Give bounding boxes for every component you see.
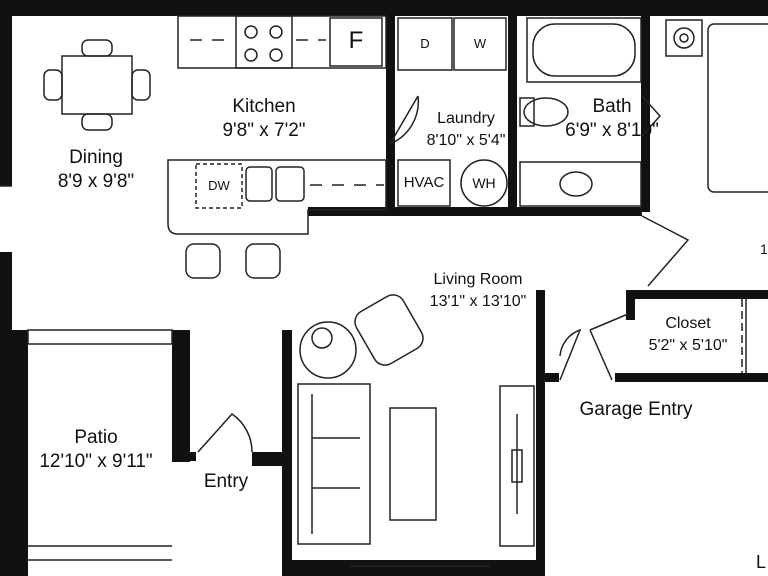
room-size: 5'2" x 5'10" (648, 337, 728, 354)
fridge-box (329, 17, 383, 67)
room-name: Living Room (433, 271, 523, 288)
wall-kitchen-bottom (308, 207, 642, 216)
room-patio: Patio 12'10" x 9'11" (24, 426, 168, 474)
patio-outline (27, 329, 173, 345)
wall-kitchen-laundry (386, 16, 395, 212)
stool-1 (185, 243, 221, 279)
wall-closet-bottom (615, 373, 768, 382)
wall-living-right (536, 290, 545, 576)
wall-top (0, 0, 768, 16)
wall-left-upper (0, 0, 12, 186)
room-name: Dining (69, 147, 123, 168)
room-size: 9'8" x 7'2" (222, 120, 306, 141)
room-living: Living Room 13'1" x 13'10" (418, 269, 538, 313)
room-dining: Dining 8'9 x 9'8" (44, 146, 148, 194)
fixture-washer: W (473, 36, 487, 51)
island-counter (167, 159, 387, 235)
wall-entry-left (172, 452, 196, 461)
room-name: Closet (665, 315, 711, 332)
water-heater-circle (460, 159, 508, 207)
dishwasher-box (195, 163, 243, 209)
coffee-table (389, 407, 437, 521)
wall-closet-left (626, 290, 635, 320)
fixture-fridge: F (348, 27, 364, 54)
laundry-door (389, 95, 420, 145)
fixture-hvac: HVAC (403, 174, 445, 191)
wall-laundry-bath (508, 16, 517, 212)
room-size: 13'1" x 13'10" (429, 293, 527, 310)
sofa (297, 383, 371, 545)
wall-patio-right (172, 330, 190, 462)
nightstand (665, 19, 703, 57)
room-size: 6'9" x 8'10" (565, 120, 659, 141)
garage-door (559, 328, 582, 381)
room-closet: Closet 5'2" x 5'10" (632, 313, 744, 357)
dryer-box (397, 17, 453, 71)
sink-left (245, 166, 273, 202)
label-garage-entry: Garage Entry (579, 399, 693, 420)
room-size: 8'10" x 5'4" (426, 132, 506, 149)
closet-door (589, 313, 629, 381)
room-size: 12'10" x 9'11" (39, 451, 153, 472)
armchair (354, 294, 424, 366)
thin-lines (0, 15, 768, 567)
cutoff-label-1: 1 (760, 241, 768, 257)
stove (235, 15, 293, 69)
room-laundry: Laundry 8'10" x 5'4" (416, 108, 516, 152)
bed (707, 23, 768, 193)
fixture-dishwasher: DW (208, 178, 230, 193)
bathtub (526, 17, 642, 83)
side-table (299, 321, 357, 379)
room-name: Kitchen (232, 96, 296, 117)
wall-bottom (292, 560, 542, 576)
wall-patio-left (12, 330, 28, 576)
hvac-box (397, 159, 451, 207)
room-kitchen: Kitchen 9'8" x 7'2" (206, 95, 322, 143)
room-name: Bath (592, 96, 632, 117)
bedroom-door (641, 215, 690, 287)
wall-entry-right (252, 452, 290, 466)
wall-bath-bed (641, 16, 650, 212)
wall-closet-top (626, 290, 768, 299)
wall-left-lower (0, 252, 12, 576)
toilet (523, 97, 569, 127)
washer-box (453, 17, 507, 71)
bath-door (641, 95, 662, 137)
room-name: Laundry (437, 110, 495, 127)
tv-console (499, 385, 535, 547)
sink-right (275, 166, 305, 202)
vanity (519, 161, 642, 207)
stool-2 (245, 243, 281, 279)
cutoff-label-corner: L (756, 552, 767, 572)
room-name: Patio (74, 427, 118, 448)
room-size: 8'9 x 9'8" (57, 171, 135, 192)
fixture-dryer: D (420, 36, 430, 51)
room-bath: Bath 6'9" x 8'10" (556, 95, 668, 143)
dining-table (61, 55, 133, 115)
label-entry: Entry (203, 471, 249, 492)
wall-garage-left (545, 373, 559, 382)
entry-door (197, 413, 253, 453)
fixture-water-heater: WH (472, 175, 496, 191)
doors (197, 95, 690, 453)
wall-living-left (282, 330, 292, 576)
